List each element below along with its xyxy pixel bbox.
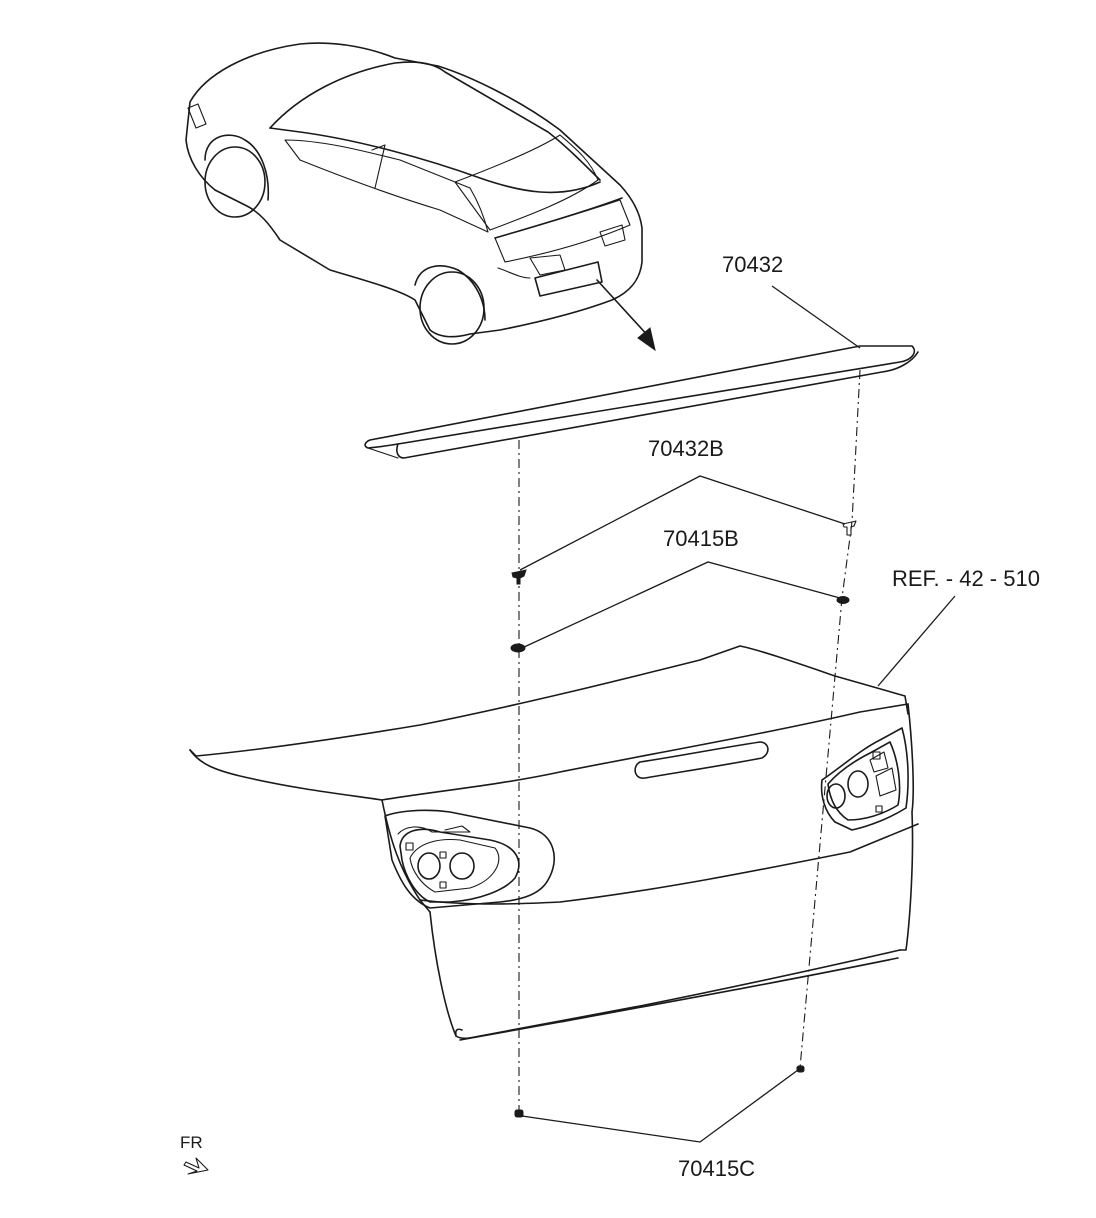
leader-lines (519, 285, 956, 1143)
label-70432: 70432 (722, 252, 783, 277)
clip-70432b-right (842, 520, 857, 536)
guide-line-right (799, 369, 861, 1069)
clip-70432b-left (511, 569, 527, 585)
label-70415c: 70415C (678, 1156, 755, 1181)
spoiler-part (364, 345, 919, 459)
direction-arrow-icon (596, 279, 656, 352)
front-label: FR (180, 1133, 203, 1152)
front-orientation-mark: FR (180, 1133, 209, 1175)
car-overview-icon (185, 42, 643, 345)
grommet-70415b-left (510, 643, 526, 653)
label-ref: REF. - 42 - 510 (892, 566, 1040, 591)
grommet-70415b-right (836, 596, 850, 604)
grommet-70415c-left (514, 1109, 524, 1118)
trunk-lid (189, 645, 919, 1041)
label-70415b: 70415B (663, 526, 739, 551)
front-arrow-icon (183, 1157, 209, 1175)
grommet-70415c-right (796, 1065, 805, 1073)
label-70432b: 70432B (648, 436, 724, 461)
